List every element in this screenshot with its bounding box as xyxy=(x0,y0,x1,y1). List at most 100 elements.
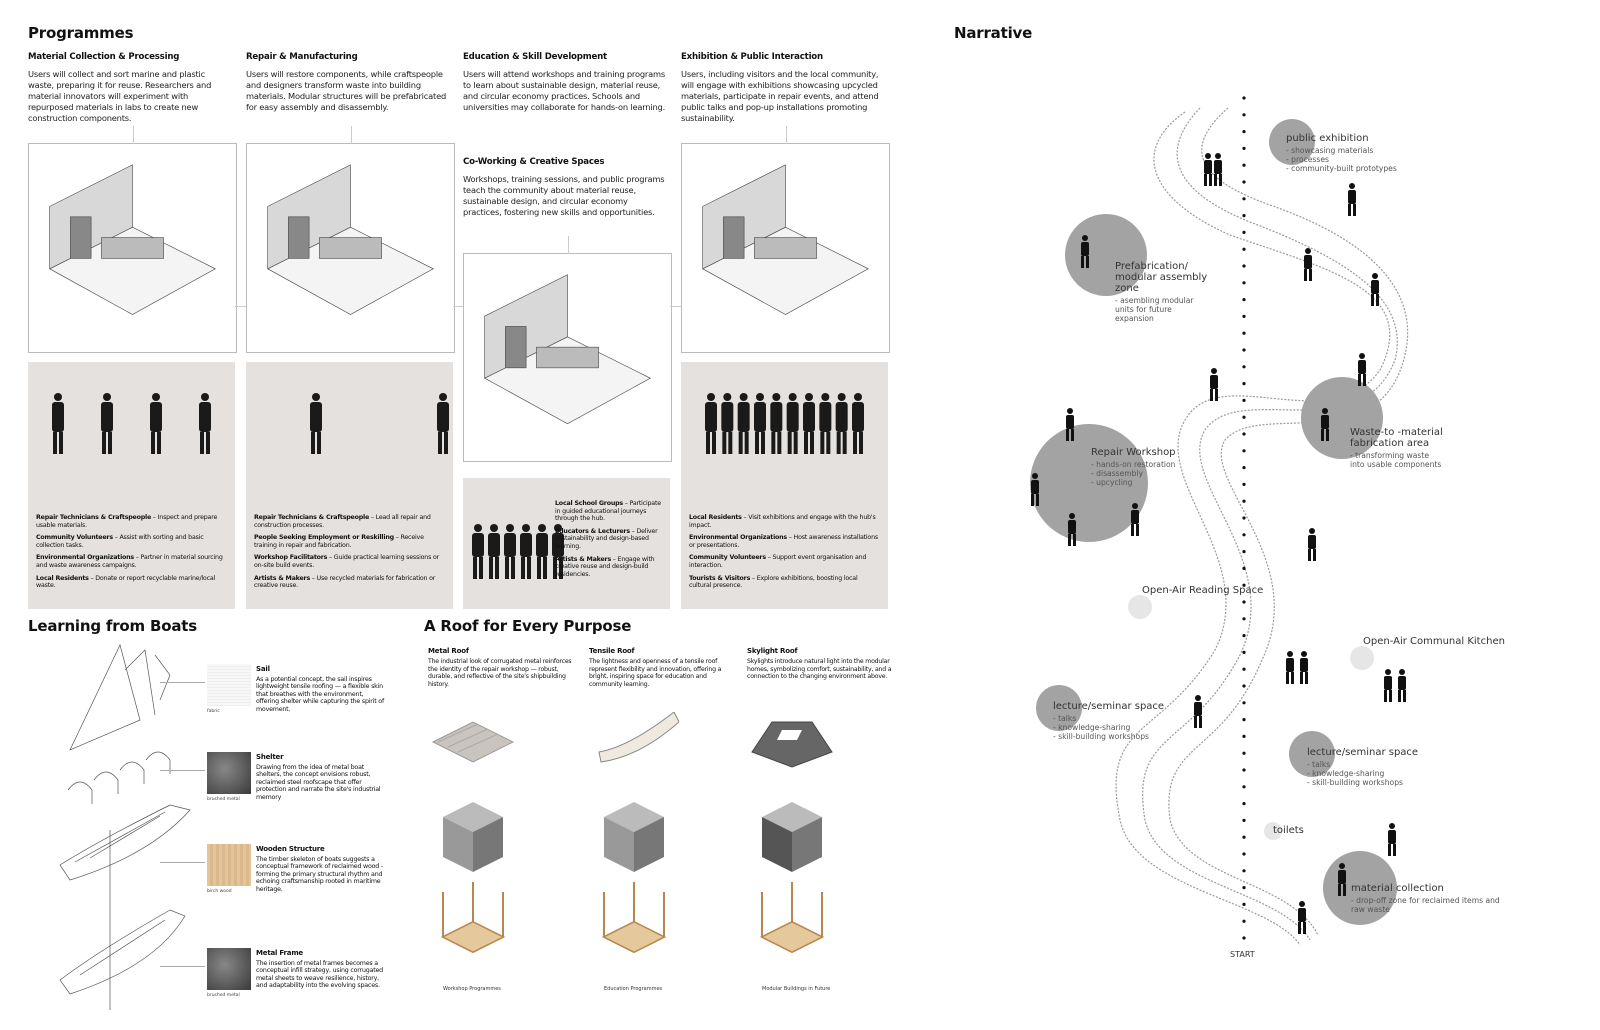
material-caption: brushed metal xyxy=(207,797,240,802)
axis-dot xyxy=(1242,449,1246,453)
boat-concept-title: Wooden Structure xyxy=(256,845,325,853)
user-group-panel: Repair Technicians & Craftspeople – Lead… xyxy=(246,362,453,609)
user-role-name: Tourists & Visitors xyxy=(689,574,751,582)
programme-heading: Exhibition & Public Interaction xyxy=(681,52,823,62)
people-silhouettes xyxy=(52,393,211,454)
person-silhouette xyxy=(1398,669,1406,702)
programmes-title: Programmes xyxy=(28,24,134,42)
programme-description: Users will attend workshops and training… xyxy=(463,69,666,112)
zone-activity: showcasing materials xyxy=(1286,146,1436,155)
axis-dot xyxy=(1242,113,1246,117)
zone-activity: talks xyxy=(1053,714,1203,723)
axis-dot xyxy=(1242,751,1246,755)
coworking-heading: Co-Working & Creative Spaces xyxy=(463,157,605,167)
connector-line xyxy=(453,306,463,307)
user-role-name: Local School Groups xyxy=(555,500,623,507)
axis-dot xyxy=(1242,869,1246,873)
user-role-name: Artists & Makers xyxy=(555,555,611,563)
connector-line xyxy=(567,236,569,254)
zone-activity: skill-building workshops xyxy=(1307,778,1457,787)
axis-dot xyxy=(1242,936,1246,940)
zone-label: Prefabrication/ modular assembly zonease… xyxy=(1115,261,1210,323)
leader-line xyxy=(160,966,205,967)
room-illustration xyxy=(267,164,434,315)
zone-activity: knowledge-sharing xyxy=(1307,769,1457,778)
zone-label: Open-Air Communal Kitchen xyxy=(1363,636,1513,647)
zone-label: public exhibition showcasing materialspro… xyxy=(1286,133,1436,173)
axonometric-room-drawing xyxy=(463,236,672,462)
axis-dot xyxy=(1242,365,1246,369)
user-role-name: Artists & Makers xyxy=(254,574,310,582)
user-roles-list: Local School Groups – Participate in gui… xyxy=(555,500,665,583)
person-silhouette xyxy=(1068,513,1076,546)
zone-circle xyxy=(1030,424,1148,542)
user-role-name: Community Volunteers xyxy=(689,554,766,562)
zone-name: public exhibition xyxy=(1286,133,1369,144)
user-role-description: – Inspect and prepare usable materials. xyxy=(36,514,218,529)
zone-activities: talksknowledge-sharingskill-building wor… xyxy=(1307,760,1457,787)
roof-title: Skylight Roof xyxy=(747,647,798,655)
user-role-description: – Partner in material sourcing and waste… xyxy=(36,554,223,569)
zone-name: lecture/seminar space xyxy=(1307,747,1419,758)
connector-line xyxy=(785,126,787,144)
roof-title: Tensile Roof xyxy=(589,647,635,655)
axis-dot xyxy=(1242,466,1246,470)
connector-line xyxy=(670,306,681,307)
person-silhouette xyxy=(1388,823,1396,856)
axis-dot xyxy=(1242,264,1246,268)
axis-dot xyxy=(1242,130,1246,134)
axis-dot xyxy=(1242,146,1246,150)
zone-activity: disassembly xyxy=(1091,469,1241,478)
zone-activity: skill-building workshops xyxy=(1053,732,1203,741)
room-illustration xyxy=(49,164,216,315)
zone-label: Repair Workshophands-on restorationdisas… xyxy=(1091,447,1241,487)
user-role-item: Artists & Makers – Use recycled material… xyxy=(254,575,445,590)
axis-dot xyxy=(1242,802,1246,806)
person-silhouette xyxy=(1210,368,1218,401)
zone-name: lecture/seminar space xyxy=(1053,701,1165,712)
zone-activity: drop-off zone for reclaimed items and ra… xyxy=(1351,896,1501,914)
axis-dot xyxy=(1242,180,1246,184)
boat-concept-title: Sail xyxy=(256,665,270,673)
material-swatch xyxy=(207,752,251,794)
roof-text: The lightness and openness of a tensile … xyxy=(589,658,722,688)
user-role-name: People Seeking Employment or Reskilling xyxy=(254,534,394,542)
zone-name: toilets xyxy=(1273,825,1304,836)
axis-dot xyxy=(1242,818,1246,823)
person-silhouette xyxy=(1300,651,1308,684)
start-label: START xyxy=(1230,950,1255,959)
zone-name: Open-Air Communal Kitchen xyxy=(1363,636,1505,647)
roof-text: Skylights introduce natural light into t… xyxy=(747,658,892,681)
user-role-description: – Explore exhibitions, boosting local cu… xyxy=(689,574,858,590)
person-silhouette xyxy=(1348,183,1356,216)
person-silhouette xyxy=(1066,408,1074,441)
zone-activity: hands-on restoration xyxy=(1091,460,1241,469)
zone-activities: showcasing materialsprocessescommunity-b… xyxy=(1286,146,1436,173)
user-role-item: Repair Technicians & Craftspeople – Lead… xyxy=(254,514,445,529)
coworking-description: Workshops, training sessions, and public… xyxy=(463,174,665,217)
user-role-item: Local School Groups – Participate in gui… xyxy=(555,500,665,523)
zone-activity: asembling modular units for future expan… xyxy=(1115,296,1210,323)
dotted-axis xyxy=(1242,96,1246,940)
material-swatch xyxy=(207,844,251,886)
zone-activity: knowledge-sharing xyxy=(1053,723,1203,732)
zone-activity: talks xyxy=(1307,760,1457,769)
person-silhouette xyxy=(1131,503,1139,536)
people-silhouettes xyxy=(472,524,564,579)
user-role-item: Tourists & Visitors – Explore exhibition… xyxy=(689,575,880,590)
axis-dot xyxy=(1242,886,1246,890)
axis-dot xyxy=(1242,314,1246,318)
axis-dot xyxy=(1242,852,1246,856)
leader-line xyxy=(160,770,205,771)
connector-line xyxy=(132,126,134,144)
axis-dot xyxy=(1242,197,1246,201)
zone-activities: asembling modular units for future expan… xyxy=(1115,296,1210,323)
user-role-description: – Receive training in repair and fabrica… xyxy=(254,534,424,549)
person-silhouette xyxy=(1308,528,1316,561)
roofs-title: A Roof for Every Purpose xyxy=(424,617,632,635)
user-role-item: Community Volunteers – Support event org… xyxy=(689,554,880,569)
